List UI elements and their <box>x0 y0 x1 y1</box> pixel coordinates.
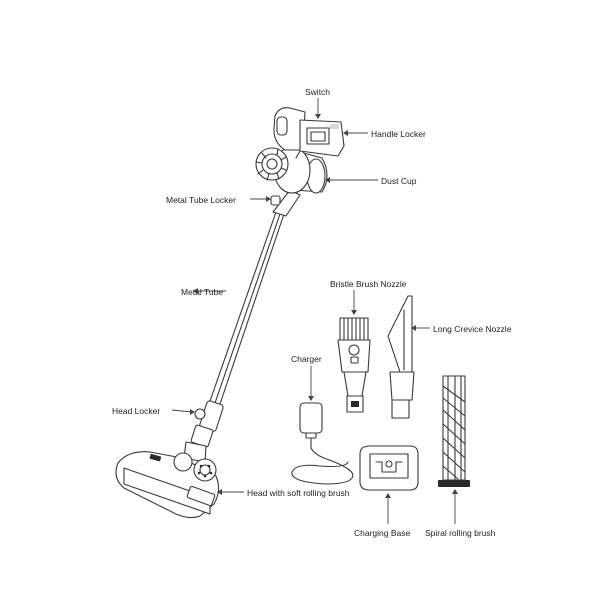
label-long-crevice-nozzle: Long Crevice Nozzle <box>433 324 512 334</box>
label-switch: Switch <box>305 87 331 97</box>
motor-cover <box>255 147 289 181</box>
spiral-rolling-brush <box>438 375 470 487</box>
long-crevice-nozzle <box>387 295 415 419</box>
label-metal-tube: Metal Tube <box>181 287 224 297</box>
floor-head <box>115 451 220 519</box>
head-locker <box>183 400 224 463</box>
label-metal-tube-locker: Metal Tube Locker <box>166 195 236 205</box>
label-charger: Charger <box>291 354 322 364</box>
pointer-lines <box>171 98 458 524</box>
label-spiral-rolling-brush: Spiral rolling brush <box>425 528 496 538</box>
charging-base <box>359 445 419 491</box>
switch <box>276 116 288 136</box>
label-bristle-brush-nozzle: Bristle Brush Nozzle <box>330 279 407 289</box>
label-charging-base: Charging Base <box>354 528 411 538</box>
handle-unit <box>255 107 345 217</box>
metal-tube-locker <box>270 195 281 206</box>
label-head-brush: Head with soft rolling brush <box>247 488 350 498</box>
label-dust-cup: Dust Cup <box>381 176 417 186</box>
metal-tube <box>208 211 285 408</box>
bristle-brush-nozzle <box>337 317 371 413</box>
charger <box>291 402 354 485</box>
label-handle-locker: Handle Locker <box>371 129 426 139</box>
label-head-locker: Head Locker <box>112 406 161 416</box>
